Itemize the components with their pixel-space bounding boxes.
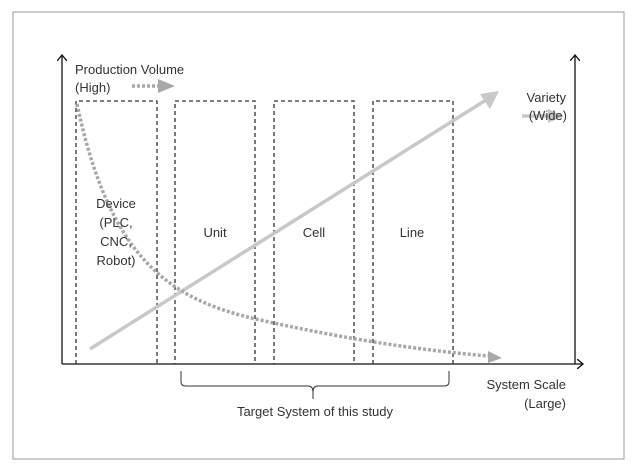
y-axis-label: Production Volume [75,62,184,77]
level-box-unit [174,100,256,365]
target-system-label: Target System of this study [237,404,394,419]
variety-trend-arrowhead [480,91,499,109]
target-brace [180,371,450,393]
level-box-device [75,100,158,364]
right-axis-label-sub: (Wide) [529,108,567,123]
volume-trend-arrowhead [488,351,502,363]
volume-trend-curve [75,103,489,358]
level-label-cell: Cell [303,225,326,240]
level-label-device: Device [96,196,136,211]
level-label-unit: Unit [203,225,227,240]
frame [12,11,625,460]
volume-legend-arrowhead [158,79,175,93]
x-axis-label-sub: (Large) [524,396,566,411]
level-box-line [372,100,454,364]
level-label-device-4: Robot) [96,253,135,268]
variety-legend-arrowhead [548,109,564,123]
level-label-device-3: CNC, [100,234,132,249]
right-axis-label: Variety [527,90,567,105]
x-axis-label: System Scale [487,377,566,392]
level-label-device-2: (PLC, [99,215,132,230]
level-label-line: Line [400,225,425,240]
y-axis-label-sub: (High) [75,80,110,95]
variety-trend-arrow [89,98,487,351]
